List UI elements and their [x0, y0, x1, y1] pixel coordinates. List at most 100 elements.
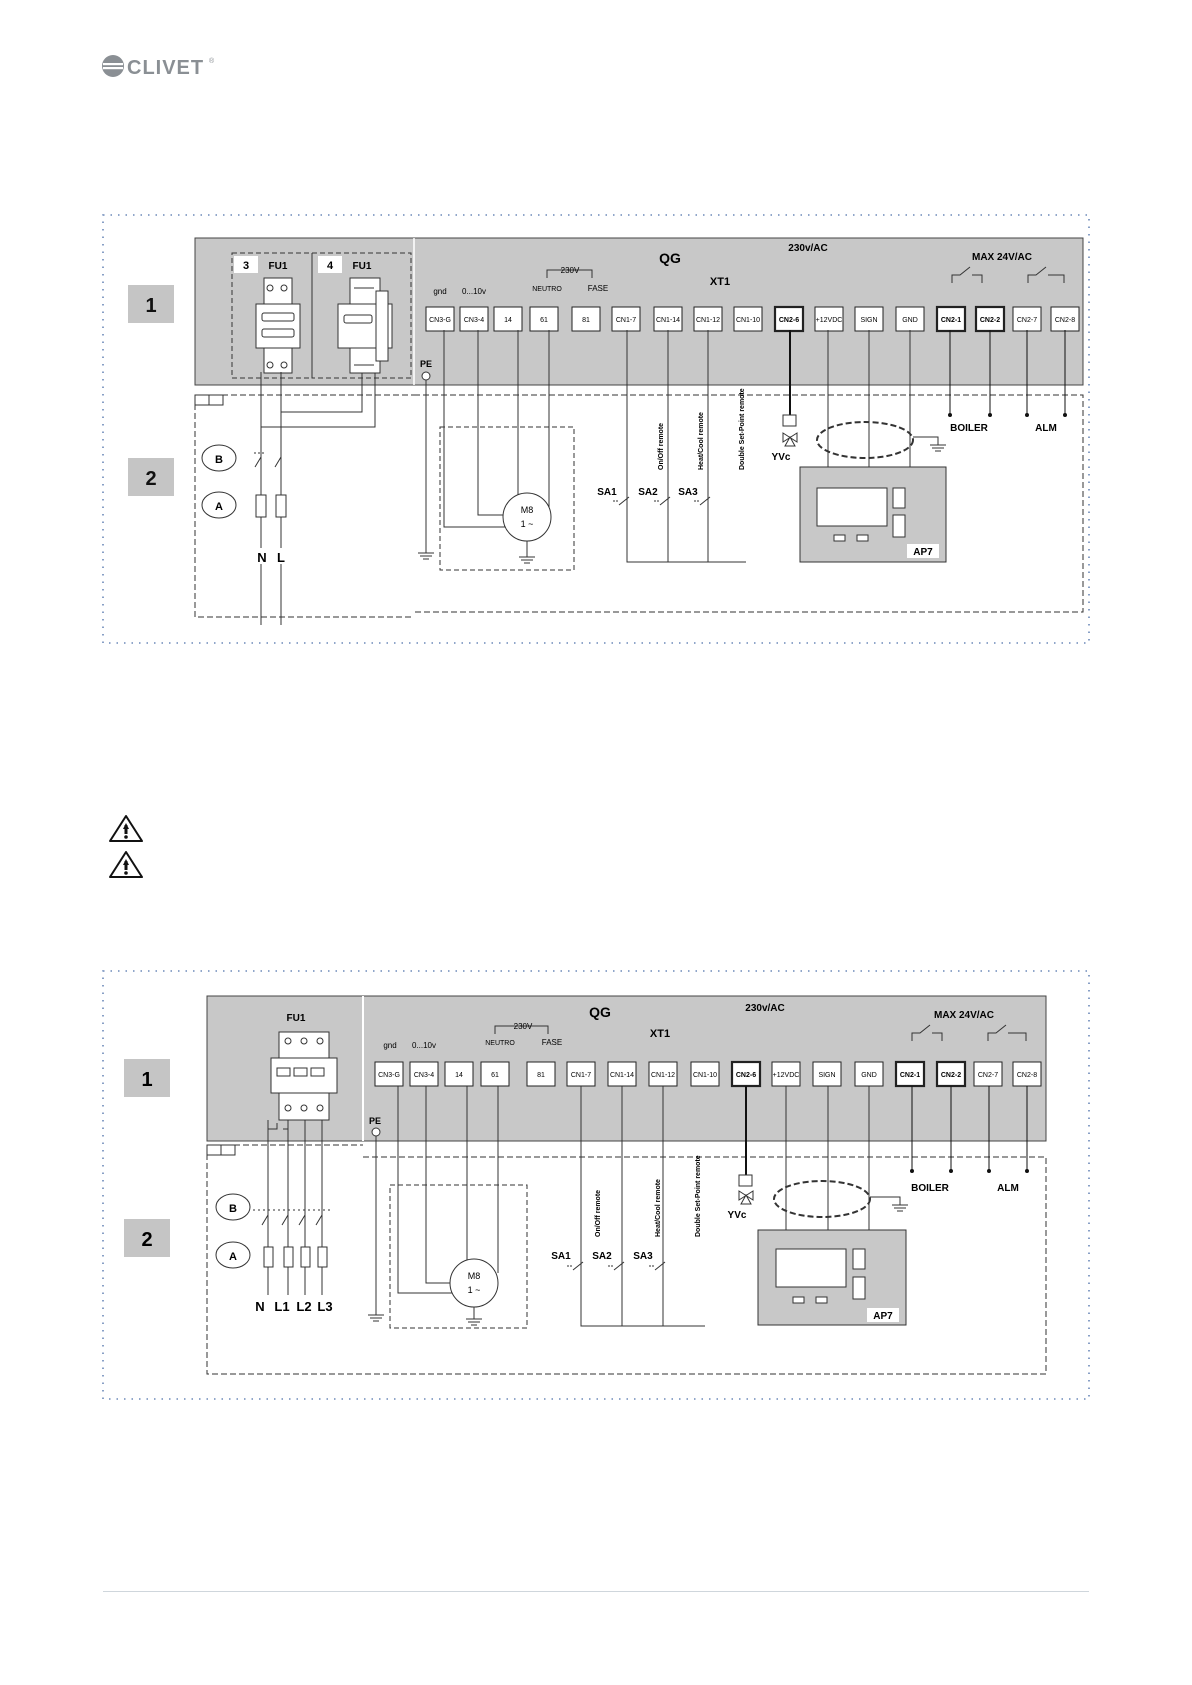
motor-enclosure — [389, 1184, 528, 1329]
line-l: L — [277, 550, 285, 565]
breaker-fu1-aux — [337, 277, 393, 374]
switch-label: SA2 — [638, 487, 658, 498]
switch-label: SA1 — [597, 487, 617, 498]
terminal-label: CN2-2 — [980, 317, 1000, 324]
label-fase: FASE — [542, 1038, 562, 1047]
terminal-label: CN2-1 — [941, 317, 961, 324]
marker-b-label: B — [229, 1203, 237, 1215]
warning-icon — [109, 815, 143, 842]
terminal-61 — [480, 1061, 510, 1087]
terminal-cn1-7 — [566, 1061, 596, 1087]
row-label-1: 1 — [141, 1069, 152, 1091]
row-marker-2 — [124, 1219, 170, 1257]
terminal-label: CN1-10 — [736, 317, 760, 324]
terminal-14 — [493, 306, 523, 332]
row-marker-1 — [128, 285, 174, 323]
terminal-14 — [444, 1061, 474, 1087]
switch-label: SA3 — [678, 487, 698, 498]
footer-divider — [103, 1591, 1089, 1592]
pe-label: PE — [420, 359, 432, 369]
voltage-230v-ac: 230v/AC — [788, 243, 827, 254]
terminal-cn3-4 — [409, 1061, 439, 1087]
terminal-cn1-10 — [733, 306, 763, 332]
line-n: N — [255, 1299, 264, 1314]
marker-a — [201, 491, 237, 519]
terminal-label: CN2-7 — [978, 1072, 998, 1079]
ap7-label: AP7 — [913, 547, 933, 558]
line-n: N — [257, 550, 266, 565]
fuse-n — [275, 494, 287, 518]
terminal-sign — [854, 306, 884, 332]
terminal-label: CN2-6 — [736, 1072, 756, 1079]
terminal-sign — [812, 1061, 842, 1087]
ap7-label: AP7 — [873, 1311, 893, 1322]
terminal-cn2-1 — [935, 305, 967, 333]
motor-label: M8 — [468, 1271, 481, 1281]
switch-contact — [572, 1261, 584, 1271]
marker-b — [201, 444, 237, 472]
terminal-cn2-7 — [973, 1061, 1003, 1087]
terminal-label: +12VDC — [773, 1072, 800, 1079]
label-gnd: gnd — [383, 1041, 396, 1050]
fuse-l1 — [283, 1246, 294, 1268]
clivet-logo-text: CLIVET — [127, 57, 204, 79]
breaker-fu1-2p — [255, 277, 301, 374]
fuse-l2 — [300, 1246, 311, 1268]
marker-b — [215, 1193, 251, 1221]
max-24v-ac: MAX 24V/AC — [972, 252, 1032, 263]
row-label-2: 2 — [141, 1229, 152, 1251]
pe-terminal — [421, 371, 431, 381]
diagram-frame — [102, 970, 1090, 1400]
terminal-label: CN2-8 — [1017, 1072, 1037, 1079]
panel-qg-label: QG — [589, 1004, 611, 1020]
terminal-label: CN1-14 — [656, 317, 680, 324]
fuse-label-3: FU1 — [269, 261, 288, 272]
panel-qg-label: QG — [659, 250, 681, 266]
pe-label: PE — [369, 1116, 381, 1126]
pe-terminal — [371, 1127, 381, 1137]
label-fase: FASE — [588, 284, 608, 293]
marker-b-label: B — [215, 454, 223, 466]
terminal-label: 14 — [455, 1072, 463, 1079]
voltage-230v: 230V — [561, 266, 580, 275]
terminal-label: CN2-1 — [900, 1072, 920, 1079]
terminal-gnd — [854, 1061, 884, 1087]
terminal-81 — [571, 306, 601, 332]
clivet-logo-registered: ® — [209, 57, 215, 65]
row-label-1: 1 — [145, 295, 156, 317]
terminal-label: SIGN — [818, 1072, 835, 1079]
terminal-label: 81 — [582, 317, 590, 324]
fuse-number-4: 4 — [327, 260, 334, 272]
remote-label: Double Set-Point remote — [695, 1155, 702, 1237]
terminal-label: 14 — [504, 317, 512, 324]
fuse-label: FU1 — [287, 1013, 306, 1024]
fuse-number-3: 3 — [243, 260, 249, 272]
terminal-cn3-g — [425, 306, 455, 332]
marker-a — [215, 1241, 251, 1269]
isolator-switch — [254, 452, 282, 468]
alm-label: ALM — [1035, 423, 1057, 434]
yvc-label: YVc — [772, 452, 791, 463]
line-l1: L1 — [274, 1299, 289, 1314]
terminal-label: CN2-7 — [1017, 317, 1037, 324]
terminal-label: CN1-7 — [571, 1072, 591, 1079]
fuse-n — [263, 1246, 274, 1268]
terminal-label: 61 — [491, 1072, 499, 1079]
terminal-label: CN3-G — [378, 1072, 400, 1079]
terminal-label: 81 — [537, 1072, 545, 1079]
terminal-cn2-6 — [773, 305, 805, 333]
terminal-label: CN2-2 — [941, 1072, 961, 1079]
motor-phase: 1 ~ — [521, 519, 534, 529]
remote-label: Heat/Cool remote — [655, 1179, 662, 1237]
label-0-10v: 0...10v — [412, 1041, 436, 1050]
switch-contact — [613, 1261, 625, 1271]
terminal-label: CN1-7 — [616, 317, 636, 324]
boiler-label: BOILER — [950, 423, 989, 434]
label-0-10v: 0...10v — [462, 287, 486, 296]
clivet-logo: CLIVET ® — [100, 52, 220, 80]
shielded-cable — [816, 421, 914, 459]
terminal-label: CN3-4 — [464, 317, 484, 324]
